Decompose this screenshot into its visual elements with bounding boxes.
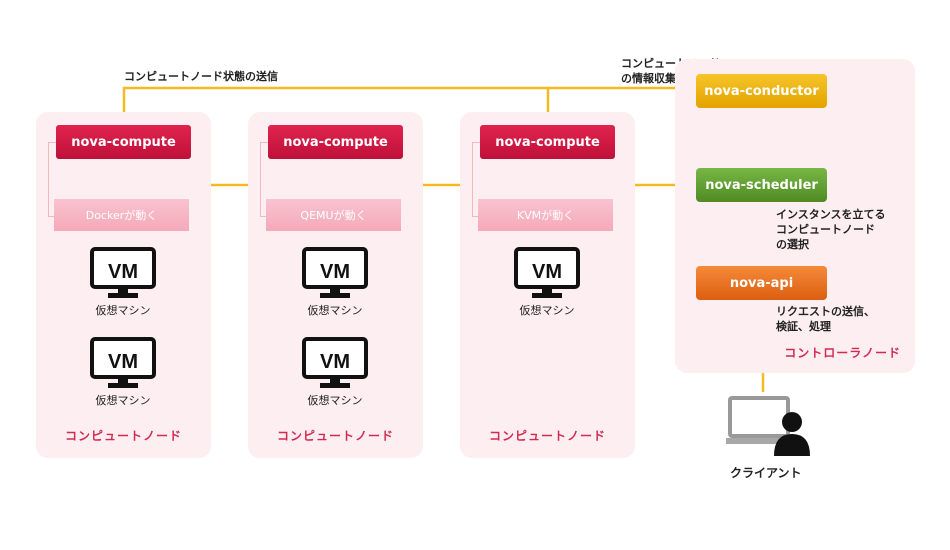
bracket-2 <box>260 142 269 217</box>
nova-compute-box-1[interactable]: nova-compute <box>56 125 191 159</box>
hypervisor-box-2[interactable]: QEMUが動く <box>266 199 401 231</box>
vm-icon-text: VM <box>320 261 350 283</box>
monitor-icon: VM <box>90 247 156 298</box>
api-note-line: リクエストの送信、 <box>776 305 875 318</box>
compute-node-label-2: コンピュートノード <box>276 429 394 443</box>
compute-node-label-3: コンピュートノード <box>488 429 606 443</box>
vm-item: VM 仮想マシン <box>285 337 385 408</box>
nova-api-box[interactable]: nova-api <box>696 266 827 300</box>
compute-node-1: nova-compute Dockerが動く VM 仮想マシン VM 仮想マシン… <box>36 112 211 458</box>
compute-node-2: nova-compute QEMUが動く VM 仮想マシン VM 仮想マシン コ… <box>248 112 423 458</box>
compute-node-3: nova-compute KVMが動く VM 仮想マシン コンピュートノード <box>460 112 635 458</box>
vm-item: VM 仮想マシン <box>497 247 597 318</box>
scheduler-note-line: インスタンスを立てる <box>776 208 886 221</box>
bracket-3 <box>472 142 481 217</box>
controller-node: コントローラノード <box>675 59 915 373</box>
scheduler-note-line: の選択 <box>776 238 809 251</box>
vm-caption: 仮想マシン <box>95 304 151 317</box>
scheduler-note: インスタンスを立てる コンピュートノード の選択 <box>776 207 886 252</box>
scheduler-note-line: コンピュートノード <box>776 223 875 236</box>
vm-item: VM 仮想マシン <box>73 247 173 318</box>
monitor-icon: VM <box>514 247 580 298</box>
api-note-line: 検証、処理 <box>776 320 831 333</box>
vm-caption: 仮想マシン <box>519 304 575 317</box>
hypervisor-box-3[interactable]: KVMが動く <box>478 199 613 231</box>
nova-compute-box-2[interactable]: nova-compute <box>268 125 403 159</box>
vm-caption: 仮想マシン <box>307 394 363 407</box>
vm-item: VM 仮想マシン <box>73 337 173 408</box>
hypervisor-box-1[interactable]: Dockerが動く <box>54 199 189 231</box>
monitor-icon: VM <box>302 247 368 298</box>
monitor-icon: VM <box>302 337 368 388</box>
monitor-icon: VM <box>90 337 156 388</box>
client-label: クライアント <box>730 466 802 480</box>
vm-caption: 仮想マシン <box>95 394 151 407</box>
client-laptop-user-icon <box>726 396 810 456</box>
compute-node-label-1: コンピュートノード <box>64 429 182 443</box>
status-send-label: コンピュートノード状態の送信 <box>124 70 278 83</box>
vm-item: VM 仮想マシン <box>285 247 385 318</box>
vm-icon-text: VM <box>108 261 138 283</box>
nova-scheduler-box[interactable]: nova-scheduler <box>696 168 827 202</box>
bracket-1 <box>48 142 57 217</box>
nova-compute-box-3[interactable]: nova-compute <box>480 125 615 159</box>
vm-caption: 仮想マシン <box>307 304 363 317</box>
api-note: リクエストの送信、 検証、処理 <box>776 304 875 334</box>
vm-icon-text: VM <box>108 351 138 373</box>
vm-icon-text: VM <box>532 261 562 283</box>
nova-conductor-box[interactable]: nova-conductor <box>696 74 827 108</box>
controller-node-label: コントローラノード <box>784 346 901 360</box>
info-collect-line2: の情報収集 <box>621 72 676 85</box>
vm-icon-text: VM <box>320 351 350 373</box>
